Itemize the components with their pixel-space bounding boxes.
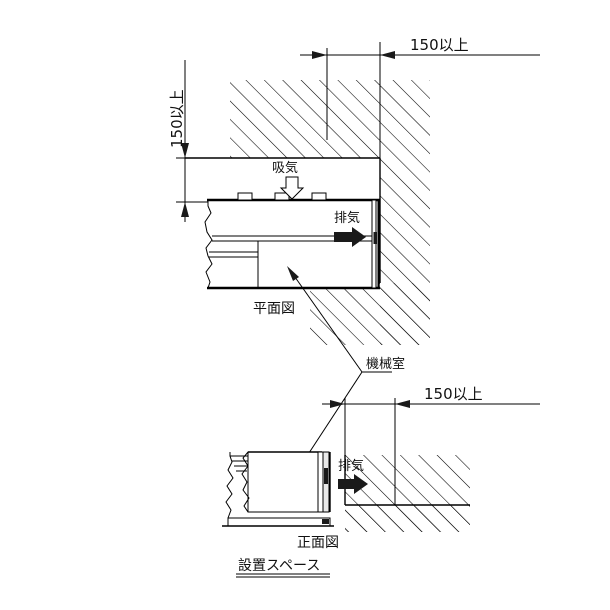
- front-unit-break-edge: [225, 452, 234, 519]
- plan-unit-exhaust-panel: [371, 199, 380, 289]
- plan-top-clearance-label: 150以上: [168, 89, 186, 148]
- front-unit-base: [222, 517, 334, 527]
- drawing-title: 設置スペース: [238, 558, 320, 574]
- arrow-right-solid-icon: [334, 227, 366, 247]
- drawing-title-group: 設置スペース: [236, 558, 330, 578]
- exhaust-indicator-front: 排気: [338, 458, 368, 494]
- front-view-label: 正面図: [297, 535, 339, 551]
- exhaust-label-front: 排気: [338, 458, 364, 474]
- front-right-clearance-dimension: 150以上: [322, 385, 540, 505]
- dimension-arrow-icon: [330, 400, 345, 408]
- dimension-arrow-icon: [380, 51, 395, 59]
- arrow-right-solid-icon: [338, 474, 368, 494]
- front-unit-break-lines: [230, 455, 248, 472]
- machine-room-label: 機械室: [366, 356, 405, 372]
- plan-view-label: 平面図: [253, 301, 295, 317]
- exhaust-indicator-plan: 排気: [334, 210, 366, 247]
- intake-label: 吸気: [272, 160, 298, 176]
- leader-arrow-icon: [287, 266, 299, 281]
- plan-wall-top-hatch: [230, 80, 430, 158]
- front-right-clearance-label: 150以上: [424, 385, 483, 403]
- front-unit-foot-mark: [322, 519, 329, 524]
- front-unit-body: [241, 451, 323, 513]
- arrow-down-outline-icon: [279, 176, 305, 200]
- front-unit: [222, 451, 334, 527]
- plan-unit-top-tabs: [237, 192, 327, 201]
- plan-view-group: 150以上 150以上: [168, 36, 540, 345]
- front-unit-outlet-mark: [324, 468, 328, 484]
- dimension-arrow-icon: [181, 143, 189, 158]
- plan-view-label-group: 平面図: [253, 301, 295, 317]
- exhaust-label-plan: 排気: [334, 210, 360, 226]
- dimension-arrow-icon: [181, 202, 189, 217]
- intake-indicator: 吸気: [272, 160, 305, 200]
- plan-right-clearance-label: 150以上: [410, 36, 469, 54]
- plan-right-clearance-dimension: 150以上: [300, 36, 540, 160]
- front-wall-floor-hatch: [345, 505, 470, 532]
- front-wall-hatching: [345, 455, 470, 532]
- front-view-group: 150以上: [222, 385, 540, 551]
- dimension-arrow-icon: [312, 51, 327, 59]
- plan-unit: [204, 192, 380, 290]
- dimension-arrow-icon: [395, 400, 410, 408]
- plan-unit-outlet-mark: [373, 232, 377, 244]
- plan-wall-bottom-hatch: [310, 283, 430, 345]
- front-unit-exhaust-panel: [317, 451, 331, 513]
